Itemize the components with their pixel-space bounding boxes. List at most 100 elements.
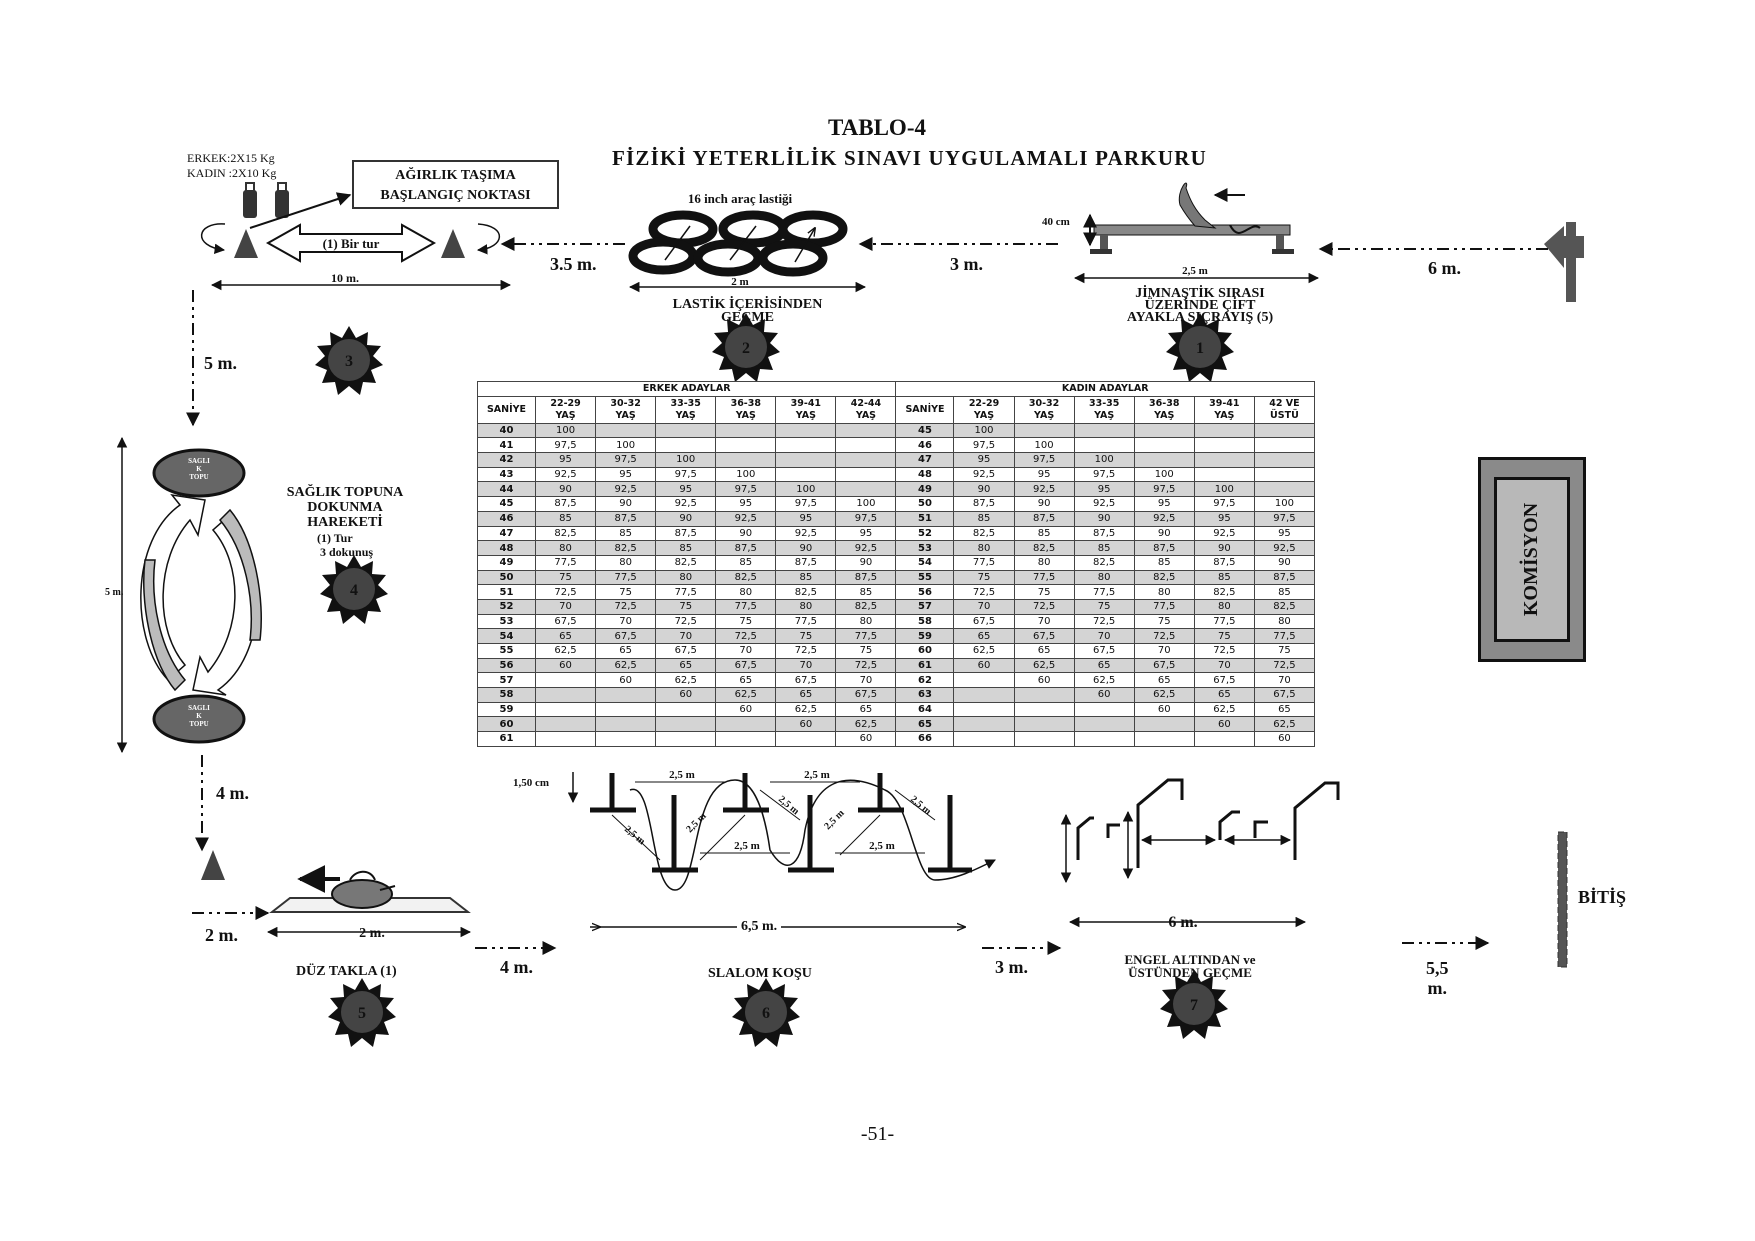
station-2-line1: LASTİK İÇERİSİNDEN (672, 297, 823, 312)
score-cell: 85 (595, 525, 657, 542)
score-cell: 92,5 (595, 481, 657, 498)
score-cell: 82,5 (715, 569, 777, 586)
ball-bottom-line3: TOPU (189, 720, 209, 728)
score-cell: 97,5 (1073, 466, 1135, 483)
score-cell (1253, 437, 1316, 454)
s4-length-label: 5 m. (105, 587, 124, 598)
male-header: ERKEK ADAYLAR (476, 381, 897, 397)
score-cell: 85 (953, 510, 1015, 527)
score-cell: 85 (534, 510, 597, 527)
score-cell: 87,5 (1133, 540, 1195, 556)
cone-left-icon (234, 229, 258, 258)
score-cell: 92,5 (534, 466, 597, 483)
ball-top-line3: TOPU (189, 473, 209, 481)
score-cell: 85 (1193, 569, 1255, 586)
bench-height-label: 40 cm (1042, 216, 1070, 228)
seconds-cell: 51 (477, 584, 536, 600)
score-cell: 72,5 (835, 657, 897, 674)
s7-length-label: 6 m. (1168, 914, 1197, 931)
female-col-header: 30-32 YAŞ (1013, 395, 1075, 424)
station-2-number: 2 (742, 340, 750, 357)
station-2-caption: LASTİK İÇERİSİNDEN GEÇME (640, 297, 855, 325)
score-cell (835, 481, 897, 498)
score-cell: 72,5 (1133, 628, 1195, 644)
score-cell: 77,5 (655, 584, 717, 600)
score-cell: 82,5 (1253, 598, 1316, 615)
female-col-header: 22-29 YAŞ (953, 395, 1015, 424)
score-cell: 67,5 (953, 613, 1015, 630)
seconds-cell: 49 (477, 554, 536, 571)
score-cell: 72,5 (534, 584, 597, 600)
score-cell: 82,5 (655, 554, 717, 571)
score-cell: 100 (953, 422, 1015, 439)
score-cell: 70 (953, 598, 1015, 615)
seconds-cell: 48 (895, 466, 955, 483)
score-cell: 80 (835, 613, 897, 630)
score-cell: 90 (1013, 496, 1075, 512)
score-cell: 82,5 (775, 584, 837, 600)
seconds-cell: 48 (477, 540, 536, 556)
score-cell: 72,5 (1013, 598, 1075, 615)
station-2-line2: GEÇME (721, 310, 774, 325)
station-1-line2: ÜZERİNDE ÇİFT (1144, 298, 1256, 313)
seconds-cell: 50 (477, 569, 536, 586)
score-cell (775, 731, 837, 747)
score-cell: 67,5 (1013, 628, 1075, 644)
station-7-line2: ÜSTÜNDEN GEÇME (1128, 965, 1252, 980)
seconds-cell: 62 (895, 672, 955, 689)
score-cell (655, 716, 717, 733)
score-cell: 100 (1013, 437, 1075, 454)
distance-start-s1: 6 m. (1428, 258, 1461, 278)
seconds-cell: 60 (477, 716, 536, 733)
score-cell: 67,5 (715, 657, 777, 674)
score-cell: 70 (835, 672, 897, 689)
score-cell: 82,5 (534, 525, 597, 542)
seconds-cell: 54 (477, 628, 536, 644)
tires-length-label: 2 m (731, 276, 748, 288)
score-cell: 65 (655, 657, 717, 674)
tire-label: 16 inch araç lastiği (688, 191, 793, 206)
score-cell: 87,5 (655, 525, 717, 542)
score-cell: 70 (775, 657, 837, 674)
score-cell: 82,5 (1193, 584, 1255, 600)
score-cell: 92,5 (655, 496, 717, 512)
score-cell: 77,5 (1253, 628, 1316, 644)
score-cell: 72,5 (1073, 613, 1135, 630)
seconds-cell: 59 (895, 628, 955, 644)
start-box: AĞIRLIK TAŞIMA BAŞLANGIÇ NOKTASI (352, 160, 559, 209)
score-cell (953, 672, 1015, 689)
score-cell: 92,5 (1193, 525, 1255, 542)
score-cell (595, 687, 657, 703)
station-6-caption: SLALOM KOŞU (708, 966, 812, 981)
seconds-cell: 58 (477, 687, 536, 703)
score-cell: 62,5 (835, 716, 897, 733)
score-cell: 65 (534, 628, 597, 644)
score-cell: 87,5 (775, 554, 837, 571)
female-col-header: SANİYE (895, 395, 955, 424)
score-cell: 62,5 (595, 657, 657, 674)
seconds-cell: 55 (477, 643, 536, 659)
seconds-cell: 64 (895, 701, 955, 718)
station-6-number: 6 (762, 1005, 770, 1022)
score-cell (835, 452, 897, 468)
score-cell: 80 (775, 598, 837, 615)
score-cell: 75 (775, 628, 837, 644)
seconds-cell: 54 (895, 554, 955, 571)
score-cell (1193, 422, 1255, 439)
score-cell (595, 716, 657, 733)
score-cell (1133, 437, 1195, 454)
gym-bench-icon (1083, 182, 1294, 254)
score-cell: 62,5 (775, 701, 837, 718)
score-cell: 90 (595, 496, 657, 512)
seconds-cell: 56 (895, 584, 955, 600)
score-cell: 62,5 (715, 687, 777, 703)
score-cell (1193, 452, 1255, 468)
score-cell: 60 (715, 701, 777, 718)
station-7-caption: ENGEL ALTINDAN ve ÜSTÜNDEN GEÇME (1080, 953, 1300, 979)
score-cell: 70 (1193, 657, 1255, 674)
score-cell: 92,5 (1013, 481, 1075, 498)
